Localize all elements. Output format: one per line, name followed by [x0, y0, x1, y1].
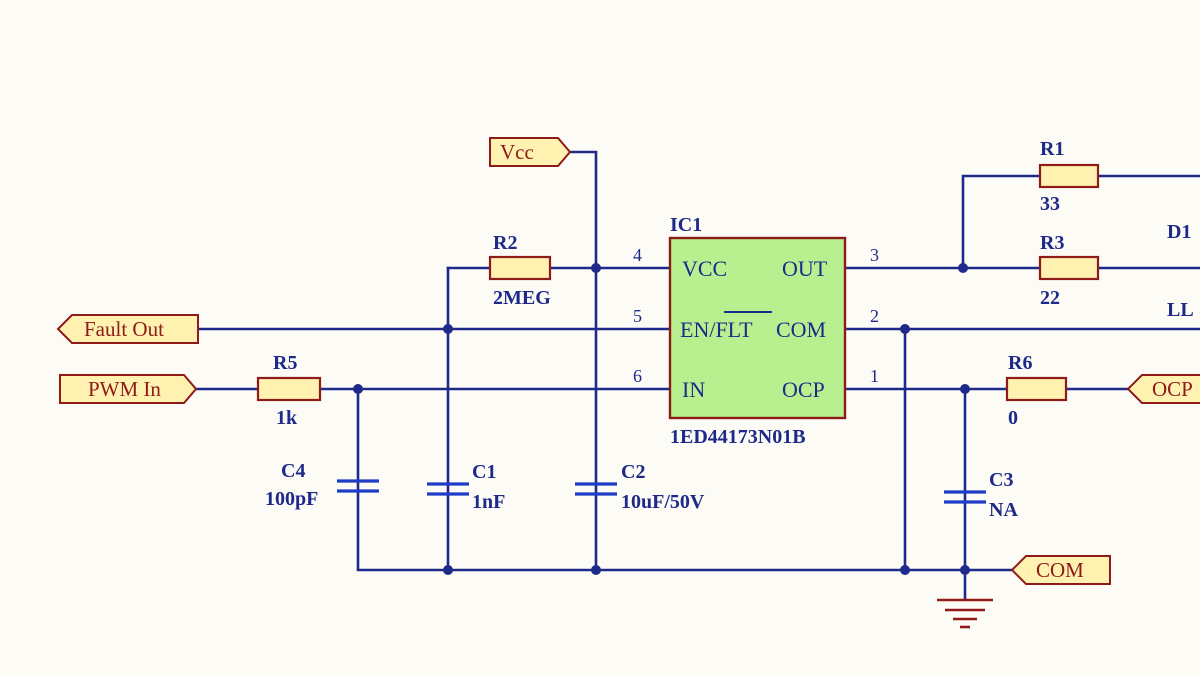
capacitor-c3[interactable]: C3 NA: [944, 469, 1018, 521]
c2-designator: C2: [621, 461, 645, 483]
port-com-shape: [1010, 555, 1111, 585]
c1-designator: C1: [472, 461, 496, 483]
r1-body: [1038, 163, 1100, 189]
r6-body: [1005, 376, 1068, 402]
r6-designator: R6: [1008, 352, 1032, 374]
r3-body: [1038, 255, 1100, 281]
r3-designator: R3: [1040, 232, 1064, 254]
capacitor-c4[interactable]: C4 100pF: [265, 460, 379, 510]
pin-number-6: 6: [633, 366, 642, 386]
c1-value: 1nF: [472, 491, 505, 513]
resistor-r2[interactable]: R2 2MEG: [488, 232, 552, 309]
port-pwm-in[interactable]: PWM In: [59, 374, 198, 404]
port-vcc[interactable]: Vcc: [489, 137, 572, 167]
r6-value: 0: [1008, 407, 1018, 429]
port-ocp-label: OCP: [1152, 377, 1193, 401]
c3-designator: C3: [989, 469, 1013, 491]
junction-dot: [960, 565, 970, 575]
pin-name-in: IN: [682, 377, 705, 402]
d1-designator: D1: [1167, 221, 1191, 243]
r1-branch-wire: [961, 174, 1042, 270]
junction-dot: [960, 384, 970, 394]
ic1-designator: IC1: [670, 214, 702, 236]
vcc-rail-wire: [568, 150, 598, 570]
ic1-part-number: 1ED44173N01B: [670, 426, 806, 448]
port-ocp[interactable]: OCP: [1126, 374, 1200, 404]
c4-value: 100pF: [265, 488, 318, 510]
ic1-body: [668, 236, 847, 420]
c2-value: 10uF/50V: [621, 491, 705, 513]
junction-dot: [591, 565, 601, 575]
r2-body: [488, 255, 552, 281]
resistor-r3[interactable]: R3 22: [1038, 232, 1100, 309]
pin-name-com: COM: [776, 317, 826, 342]
port-fault-out-shape: [56, 314, 199, 344]
junction-dot: [353, 384, 363, 394]
resistor-r5[interactable]: R5 1k: [256, 352, 322, 429]
pin-name-out: OUT: [782, 256, 828, 281]
r1-value: 33: [1040, 193, 1060, 215]
capacitor-c2[interactable]: C2 10uF/50V: [575, 461, 705, 513]
junction-dot: [900, 324, 910, 334]
capacitor-c1[interactable]: C1 1nF: [427, 461, 505, 513]
resistor-r1[interactable]: R1 33: [1038, 138, 1100, 215]
port-pwm-in-shape: [59, 374, 198, 404]
pin-number-3: 3: [870, 245, 879, 265]
port-pwm-in-label: PWM In: [88, 377, 161, 401]
junctions: [353, 263, 970, 575]
c4-designator: C4: [281, 460, 305, 482]
ground-symbol: [937, 598, 993, 629]
r1-designator: R1: [1040, 138, 1064, 160]
junction-dot: [900, 565, 910, 575]
pin-number-2: 2: [870, 306, 879, 326]
r5-designator: R5: [273, 352, 297, 374]
r3-value: 22: [1040, 287, 1060, 309]
r2-value: 2MEG: [493, 287, 551, 309]
r5-body: [256, 376, 322, 402]
pin-name-vcc: VCC: [682, 256, 727, 281]
pin-number-5: 5: [633, 306, 642, 326]
junction-dot: [958, 263, 968, 273]
pin-number-4: 4: [633, 245, 642, 265]
r2-designator: R2: [493, 232, 517, 254]
resistor-r6[interactable]: R6 0: [1005, 352, 1068, 429]
port-fault-out[interactable]: Fault Out: [56, 314, 199, 344]
port-com-label: COM: [1036, 558, 1084, 582]
pin-number-1: 1: [870, 366, 879, 386]
pin-name-en-flt: EN/FLT: [680, 317, 753, 342]
port-vcc-label: Vcc: [500, 140, 534, 164]
port-fault-out-label: Fault Out: [84, 317, 164, 341]
port-vcc-shape: [489, 137, 572, 167]
port-ocp-shape: [1126, 374, 1200, 404]
pin-name-ocp: OCP: [782, 377, 825, 402]
port-com[interactable]: COM: [1010, 555, 1111, 585]
junction-dot: [591, 263, 601, 273]
junction-dot: [443, 324, 453, 334]
c3-value: NA: [989, 499, 1018, 521]
junction-dot: [443, 565, 453, 575]
ic1[interactable]: IC1 1ED44173N01B 4 VCC 5 EN/FLT 6 IN 3 O…: [633, 214, 879, 448]
wires: [194, 150, 1200, 600]
r5-value: 1k: [276, 407, 298, 429]
ll-label: LL: [1167, 299, 1194, 321]
